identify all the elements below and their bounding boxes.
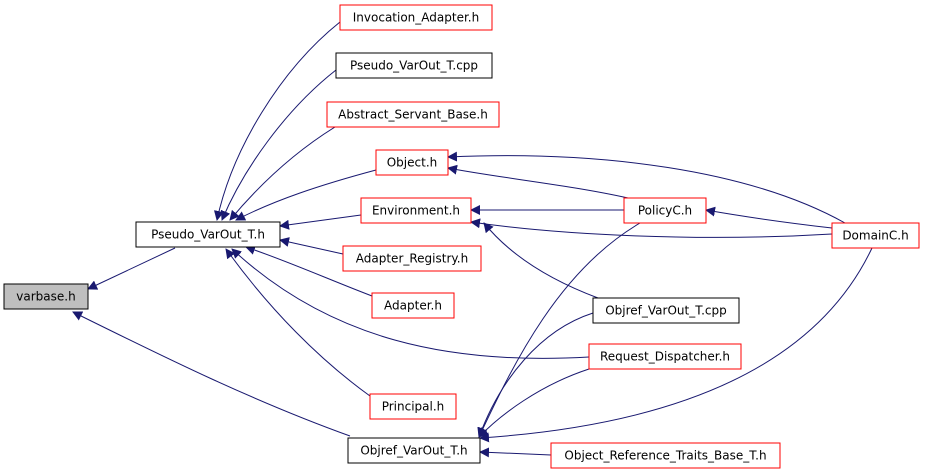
node-box[interactable] [326,101,500,128]
node-box[interactable] [360,197,472,224]
edge-policyc-to-object_h [447,164,629,199]
edge-policyc-to-objref_h [478,222,641,438]
node-label: Pseudo_VarOut_T.cpp [350,59,478,73]
node-box[interactable] [342,245,482,272]
edge-objref_h-to-varbase [72,311,351,437]
node-layer: varbase.h Pseudo_VarOut_T.hObjref_VarOut_… [3,4,920,469]
edge-pseudo_h-to-varbase [87,247,176,290]
node-box[interactable] [592,297,740,324]
edge-layer [72,21,873,458]
node-adapter[interactable]: Adapter.h [371,292,455,319]
edge-objref_cpp-to-objref_h [477,312,594,438]
node-traits[interactable]: Object_Reference_Traits_Base_T.h [550,442,781,469]
node-pseudo_cpp[interactable]: Pseudo_VarOut_T.cpp [335,52,493,79]
node-label: Adapter_Registry.h [356,252,468,266]
edge-adapter-to-pseudo_h [245,245,373,297]
node-registry[interactable]: Adapter_Registry.h [342,245,482,272]
node-label: DomainC.h [842,229,908,243]
node-objref_cpp[interactable]: Objref_VarOut_T.cpp [592,297,740,324]
node-label: Invocation_Adapter.h [353,11,479,25]
node-label: Environment.h [372,204,460,218]
node-label: Object.h [387,156,438,170]
edge-domainc-to-objref_h [479,247,873,443]
edge-traits-to-objref_h [479,447,552,458]
node-box[interactable] [135,221,281,248]
node-dispatcher[interactable]: Request_Dispatcher.h [588,343,742,370]
node-pseudo_h[interactable]: Pseudo_VarOut_T.h [135,221,281,248]
node-box[interactable] [369,393,457,420]
node-box[interactable] [347,437,481,464]
node-label: Adapter.h [384,299,442,313]
edge-domainc-to-environment [470,218,833,238]
edge-abstract-to-pseudo_h [229,126,336,221]
node-box[interactable] [375,149,449,176]
edge-invocation-to-pseudo_h [214,21,341,221]
node-invocation[interactable]: Invocation_Adapter.h [339,4,493,31]
edge-pseudo_cpp-to-pseudo_h [220,69,337,221]
node-label: Objref_VarOut_T.h [360,444,467,458]
node-label: Object_Reference_Traits_Base_T.h [564,449,766,463]
edge-domainc-to-policyc [705,206,833,229]
node-label: Objref_VarOut_T.cpp [605,304,727,318]
node-box[interactable] [623,197,707,224]
node-label: Request_Dispatcher.h [600,350,730,364]
node-box[interactable] [831,222,920,249]
edge-object_h-to-pseudo_h [235,169,377,221]
node-domainc[interactable]: DomainC.h [831,222,920,249]
node-objref_h[interactable]: Objref_VarOut_T.h [347,437,481,464]
node-object_h[interactable]: Object.h [375,149,449,176]
node-box[interactable] [550,442,781,469]
node-box[interactable] [3,283,89,310]
node-policyc[interactable]: PolicyC.h [623,197,707,224]
node-environment[interactable]: Environment.h [360,197,472,224]
node-abstract[interactable]: Abstract_Servant_Base.h [326,101,500,128]
node-principal[interactable]: Principal.h [369,393,457,420]
node-label: Pseudo_VarOut_T.h [151,228,265,242]
edge-dispatcher-to-objref_h [478,368,590,438]
node-label: varbase.h [16,290,75,304]
node-box[interactable] [588,343,742,370]
edge-environment-to-pseudo_h [279,214,362,230]
node-label: PolicyC.h [638,204,692,218]
edge-objref_cpp-to-environment [483,222,599,299]
node-varbase[interactable]: varbase.h [3,283,89,310]
edge-dispatcher-to-pseudo_h [231,248,590,359]
edge-principal-to-pseudo_h [225,248,371,397]
node-box[interactable] [335,52,493,79]
edge-domainc-to-object_h [447,151,846,224]
edge-registry-to-pseudo_h [279,237,344,255]
node-box[interactable] [371,292,455,319]
node-box[interactable] [339,4,493,31]
node-label: Principal.h [382,400,445,414]
node-label: Abstract_Servant_Base.h [338,108,488,122]
